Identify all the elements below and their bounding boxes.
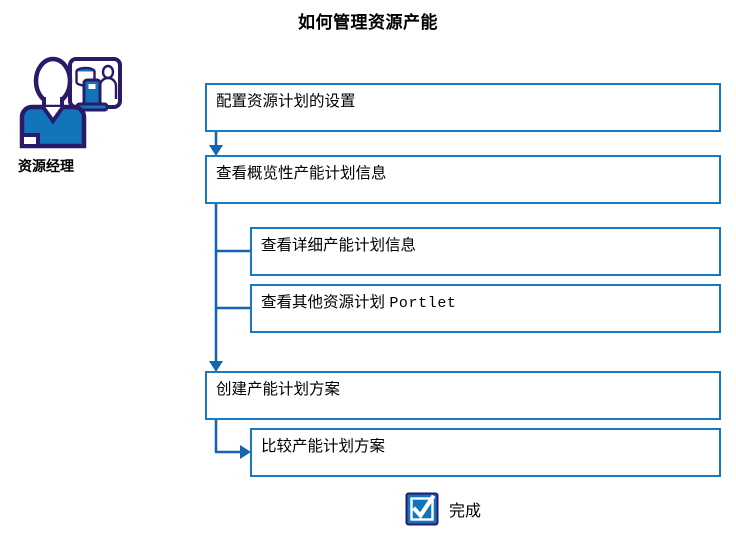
step-box-configure-resource-plan-settings[interactable]: 配置资源计划的设置: [205, 83, 721, 132]
step-box-view-detailed-capacity-plan-info[interactable]: 查看详细产能计划信息: [250, 227, 721, 276]
connector-step5-step6: [214, 420, 251, 459]
page-title: 如何管理资源产能: [298, 13, 438, 32]
checkbox-checked-icon: [405, 492, 439, 526]
resource-manager-person-icon: [19, 56, 122, 149]
done-label: 完成: [449, 503, 482, 520]
step-box-create-capacity-plan-scenario[interactable]: 创建产能计划方案: [205, 371, 721, 420]
step-label-text: 查看其他资源计划: [261, 294, 390, 311]
connector-step2-branch-trunk: [209, 204, 250, 372]
connector-step1-step2: [209, 132, 223, 156]
step-box-view-overview-capacity-plan-info[interactable]: 查看概览性产能计划信息: [205, 155, 721, 204]
role-actor-block: 资源经理: [14, 55, 144, 176]
done-marker: 完成: [405, 492, 481, 526]
role-label: 资源经理: [18, 158, 74, 174]
step-box-view-other-resource-plan-portlet[interactable]: 查看其他资源计划 Portlet: [250, 284, 721, 333]
step-label-portlet-token: Portlet: [389, 295, 457, 312]
step-box-compare-capacity-plan-scenario[interactable]: 比较产能计划方案: [250, 428, 721, 477]
